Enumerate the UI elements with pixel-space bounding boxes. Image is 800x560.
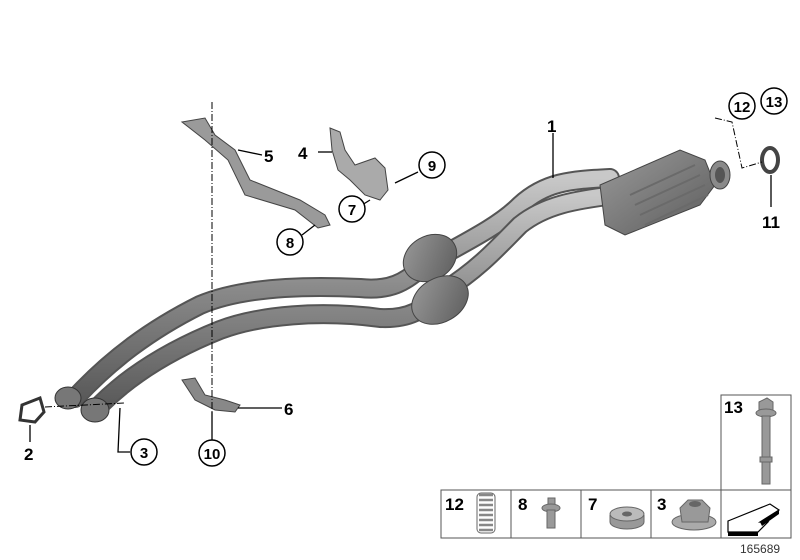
svg-text:6: 6 <box>284 400 293 419</box>
bolt-icon <box>755 397 777 485</box>
screw-icon <box>541 497 561 529</box>
svg-text:12: 12 <box>445 495 464 514</box>
bracket-part-6 <box>181 377 241 413</box>
callout-8[interactable]: 8 <box>276 228 304 256</box>
svg-text:12: 12 <box>734 99 751 116</box>
direction-arrow-icon <box>727 503 781 536</box>
svg-text:8: 8 <box>286 235 294 252</box>
callout-6[interactable]: 6 <box>284 400 293 419</box>
callout-5[interactable]: 5 <box>264 147 273 166</box>
callout-11[interactable]: 11 <box>762 213 780 232</box>
panel-item-7[interactable]: 7 <box>588 495 645 530</box>
panel-item-13[interactable]: 13 <box>724 397 777 485</box>
svg-text:10: 10 <box>204 446 221 463</box>
gasket-part-2 <box>18 396 46 424</box>
bracket-part-5 <box>180 117 331 229</box>
hex-nut-icon <box>671 499 717 531</box>
svg-text:3: 3 <box>140 445 148 462</box>
callout-4[interactable]: 4 <box>298 144 308 163</box>
svg-text:11: 11 <box>762 213 780 232</box>
svg-text:4: 4 <box>298 144 308 163</box>
callout-2[interactable]: 2 <box>24 445 33 464</box>
bushing-icon <box>609 506 645 530</box>
panel-item-8[interactable]: 8 <box>518 495 561 529</box>
callout-12[interactable]: 12 <box>728 92 756 120</box>
svg-text:1: 1 <box>547 117 556 136</box>
front-pipe-catalytic-converter <box>54 149 731 423</box>
callout-13[interactable]: 13 <box>760 87 788 115</box>
svg-text:9: 9 <box>428 158 436 175</box>
callout-3[interactable]: 3 <box>130 438 158 466</box>
svg-text:13: 13 <box>766 94 783 111</box>
svg-text:7: 7 <box>348 202 356 219</box>
svg-text:7: 7 <box>588 495 597 514</box>
svg-text:5: 5 <box>264 147 273 166</box>
callout-7[interactable]: 7 <box>338 195 366 223</box>
panel-item-3[interactable]: 3 <box>657 495 717 531</box>
svg-text:13: 13 <box>724 398 743 417</box>
svg-text:2: 2 <box>24 445 33 464</box>
sealing-ring-part-11 <box>760 146 780 174</box>
callout-10[interactable]: 10 <box>198 439 226 467</box>
parts-panel <box>440 394 792 539</box>
bracket-part-4 <box>329 127 389 201</box>
svg-text:3: 3 <box>657 495 666 514</box>
callout-9[interactable]: 9 <box>418 151 446 179</box>
svg-text:8: 8 <box>518 495 527 514</box>
callout-1[interactable]: 1 <box>547 117 556 136</box>
diagram-number: 165689 <box>740 542 780 556</box>
panel-item-12[interactable]: 12 <box>445 492 496 534</box>
spring-icon <box>476 492 496 534</box>
